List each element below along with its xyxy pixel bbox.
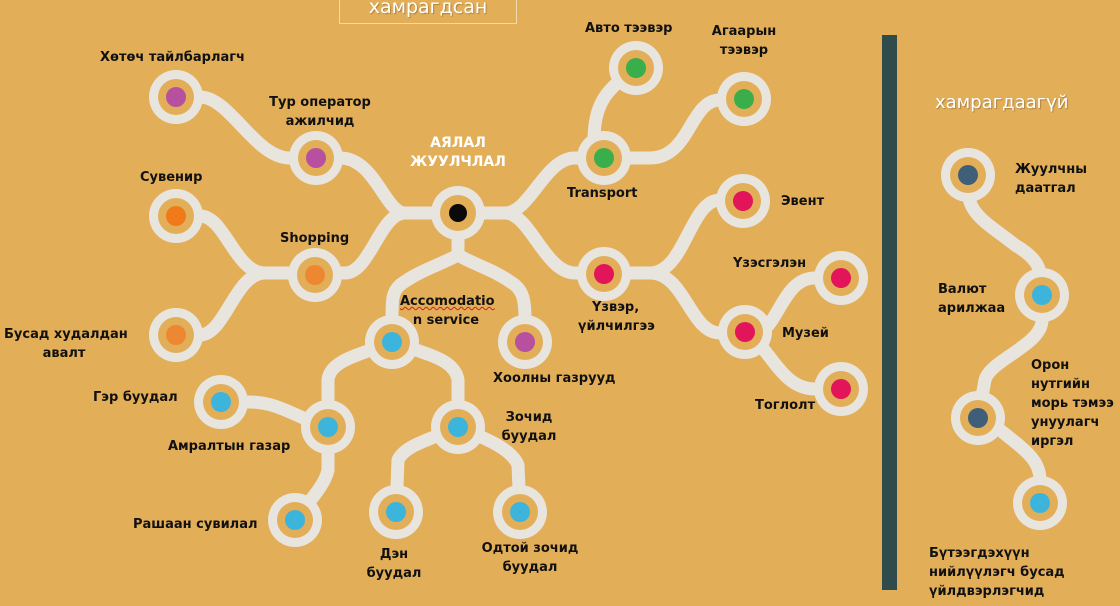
label-horse-camel-line2: нутгийн <box>1031 377 1090 392</box>
label-ger-camp: Гэр буудал <box>93 390 178 405</box>
node-performance[interactable] <box>814 362 868 416</box>
label-performance: Тоглолт <box>755 398 816 413</box>
label-air-transport-line2: тээвэр <box>719 43 769 58</box>
label-inn: Дэн буудал <box>362 545 426 583</box>
label-accommodation-line1: Accomodatio <box>400 294 495 309</box>
node-sanatorium[interactable] <box>268 493 322 547</box>
node-souvenir[interactable] <box>149 189 203 243</box>
node-producers[interactable] <box>1013 476 1067 530</box>
label-guide: Хөтөч тайлбарлагч <box>100 50 245 65</box>
label-star-hotel: Одтой зочид буудал <box>475 539 585 577</box>
label-museum: Музей <box>782 326 829 341</box>
node-tour-operator[interactable] <box>289 131 343 185</box>
node-restaurants[interactable] <box>498 315 552 369</box>
node-center[interactable] <box>431 186 485 240</box>
label-transport: Transport <box>567 186 638 201</box>
label-air-transport-line1: Агаарын <box>711 24 777 39</box>
node-star-hotel[interactable] <box>493 485 547 539</box>
label-shopping: Shopping <box>280 231 350 246</box>
label-restaurants: Хоолны газрууд <box>493 371 616 386</box>
label-star-hotel-line1: Одтой зочид <box>481 541 579 556</box>
node-currency[interactable] <box>1015 268 1069 322</box>
label-attractions-line2: үйлчилгээ <box>578 319 655 334</box>
label-horse-camel-line5: иргэл <box>1031 434 1074 449</box>
label-producers: Бүтээгдэхүүн нийлүүлэгч бусад үйлдвэрлэг… <box>929 544 1065 601</box>
label-currency-line2: арилжаа <box>938 301 1006 316</box>
label-hotel-line1: Зочид <box>505 410 553 425</box>
label-producers-line3: үйлдвэрлэгчид <box>929 584 1045 599</box>
label-horse-camel-line1: Орон <box>1031 358 1070 373</box>
center-label-line1: АЯЛАЛ <box>430 135 486 151</box>
label-exhibition: Үзэсгэлэн <box>733 256 807 271</box>
center-label-line2: ЖУУЛЧЛАЛ <box>410 154 506 170</box>
covered-title: хамрагдсан <box>339 0 517 24</box>
section-divider <box>882 35 897 590</box>
label-tour-operator-line2: ажилчид <box>285 114 355 129</box>
label-tour-operator-line1: Тур оператор <box>269 95 371 110</box>
node-inn[interactable] <box>369 485 423 539</box>
label-horse-camel-line3: морь тэмээ <box>1031 396 1114 411</box>
label-inn-line1: Дэн <box>379 547 409 562</box>
label-hotel: Зочид буудал <box>497 408 561 446</box>
node-shopping[interactable] <box>288 248 342 302</box>
label-currency: Валют арилжаа <box>938 280 1005 318</box>
label-tour-operator: Тур оператор ажилчид <box>262 93 378 131</box>
node-insurance[interactable] <box>941 148 995 202</box>
node-air-transport[interactable] <box>717 72 771 126</box>
node-ger-camp[interactable] <box>194 375 248 429</box>
label-horse-camel: Орон нутгийн морь тэмээ унуулагч иргэл <box>1031 356 1114 451</box>
label-other-shopping-line2: авалт <box>42 346 86 361</box>
label-air-transport: Агаарын тээвэр <box>708 22 780 60</box>
label-hotel-line2: буудал <box>501 429 557 444</box>
label-insurance-line2: даатгал <box>1015 181 1076 196</box>
node-other-shopping[interactable] <box>149 308 203 362</box>
node-resort[interactable] <box>301 400 355 454</box>
label-star-hotel-line2: буудал <box>502 560 558 575</box>
label-sanatorium: Рашаан сувилал <box>133 517 258 532</box>
label-producers-line2: нийлүүлэгч бусад <box>929 565 1065 580</box>
node-guide[interactable] <box>149 70 203 124</box>
node-horse-camel[interactable] <box>951 391 1005 445</box>
label-insurance: Жуулчны даатгал <box>1015 160 1087 198</box>
label-currency-line1: Валют <box>938 282 987 297</box>
label-other-shopping: Бусад худалдан авалт <box>4 325 128 363</box>
uncovered-title: хамрагдаагүй <box>935 92 1069 113</box>
label-resort: Амралтын газар <box>168 439 291 454</box>
label-attractions: Үзвэр, үйлчилгээ <box>578 298 655 336</box>
node-event[interactable] <box>716 174 770 228</box>
label-accommodation-line2: n service <box>412 313 480 328</box>
node-accommodation[interactable] <box>365 315 419 369</box>
label-event: Эвент <box>781 194 825 209</box>
label-accommodation: Accomodatio n service <box>400 292 495 330</box>
node-museum[interactable] <box>718 305 772 359</box>
center-label: АЯЛАЛ ЖУУЛЧЛАЛ <box>405 134 511 172</box>
label-auto-transport: Авто тээвэр <box>585 21 673 36</box>
label-inn-line2: буудал <box>366 566 422 581</box>
label-horse-camel-line4: унуулагч <box>1031 415 1100 430</box>
node-auto-transport[interactable] <box>609 41 663 95</box>
label-attractions-line1: Үзвэр, <box>592 300 640 315</box>
label-other-shopping-line1: Бусад худалдан <box>4 327 128 342</box>
node-transport[interactable] <box>577 131 631 185</box>
label-insurance-line1: Жуулчны <box>1015 162 1088 177</box>
label-souvenir: Сувенир <box>140 170 203 185</box>
node-attractions[interactable] <box>577 247 631 301</box>
node-exhibition[interactable] <box>814 251 868 305</box>
node-hotel[interactable] <box>431 400 485 454</box>
label-producers-line1: Бүтээгдэхүүн <box>929 546 1030 561</box>
